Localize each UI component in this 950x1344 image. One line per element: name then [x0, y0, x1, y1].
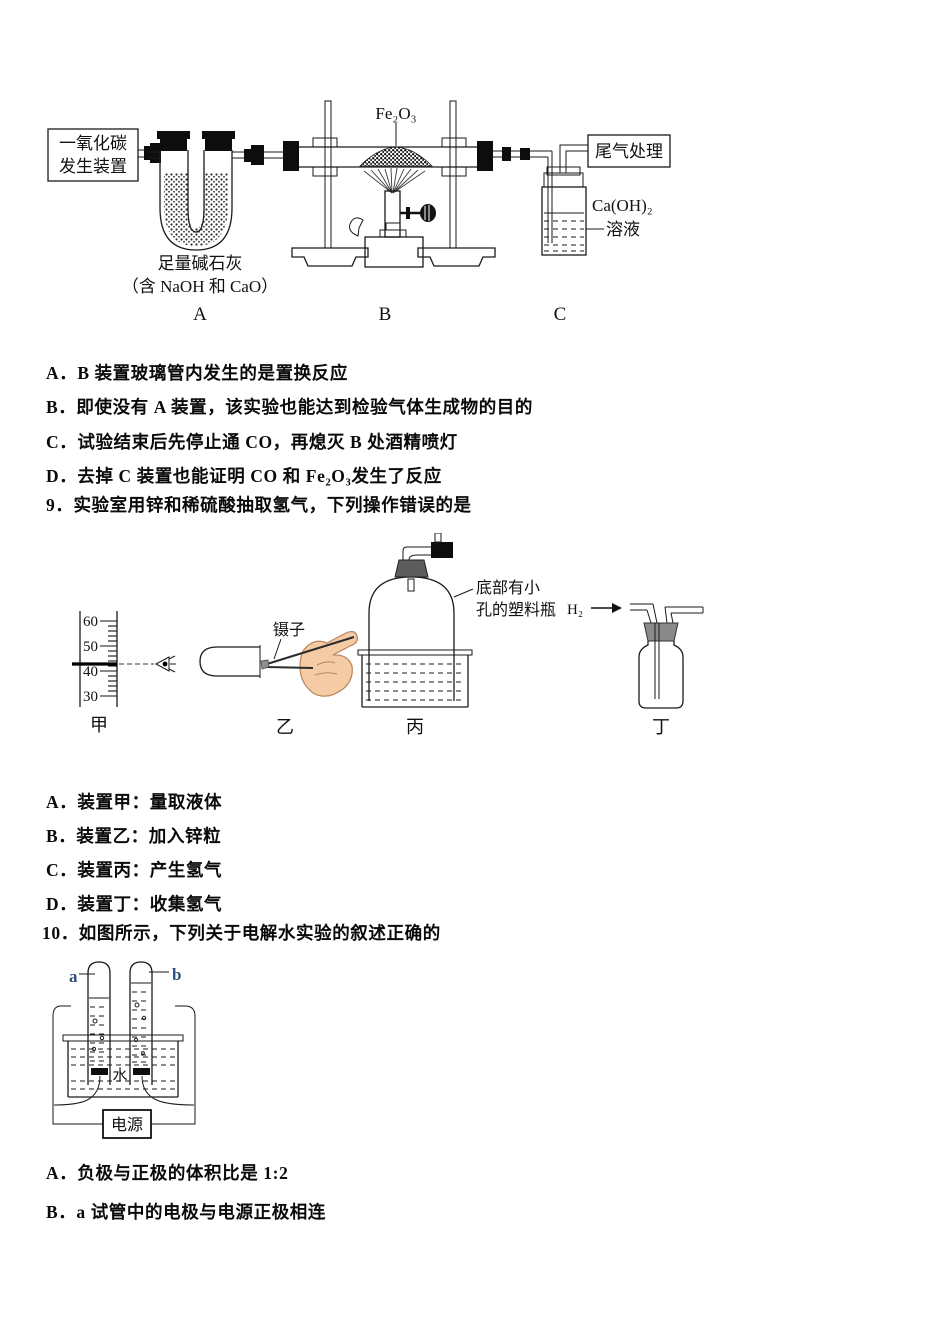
device-label-ding: 丁	[652, 717, 670, 737]
cylinder-tick-50: 50	[83, 639, 98, 655]
fe2o3-powder-mound	[359, 146, 433, 167]
device-label-yi: 乙	[276, 717, 294, 737]
limewater-label-line1: Ca(OH)₂	[592, 196, 653, 215]
eye-icon	[154, 655, 176, 673]
fe2o3-label: Fe₂O₃	[375, 104, 416, 123]
cylinder-tick-30: 30	[83, 689, 98, 705]
water-electrolysis-diagram: 水 a	[52, 961, 196, 1139]
q9-option-a: A．装置甲：量取液体	[46, 792, 223, 812]
circuit-wires	[52, 1005, 196, 1125]
trough-water	[366, 663, 464, 701]
cylinder-tick-40: 40	[83, 664, 98, 680]
power-supply-label: 电源	[111, 1116, 143, 1134]
test-tube	[199, 646, 260, 677]
u-tube-sodalime: 足量碱石灰 （含 NaOH 和 CaO）	[122, 131, 278, 296]
electrode-b	[133, 1068, 150, 1075]
reaction-glass-tube: Fe₂O₃	[283, 104, 493, 177]
h2-label: H₂	[567, 602, 583, 618]
q8-option-c: C．试验结束后先停止通 CO，再熄灭 B 处酒精喷灯	[46, 432, 458, 452]
plastic-bottle-generator: 底部有小 孔的塑料瓶 丙	[357, 533, 556, 737]
q9-option-c: C．装置丙：产生氢气	[46, 860, 223, 880]
connector-a-to-b	[244, 145, 283, 165]
q8-option-b: B．即使没有 A 装置，该实验也能达到检验气体生成物的目的	[46, 397, 533, 417]
limewater-label-line2: 溶液	[606, 220, 640, 239]
q10-option-b: B．a 试管中的电极与电源正极相连	[46, 1202, 326, 1222]
tube-b-label: b	[172, 965, 181, 984]
bottle-note-line2: 孔的塑料瓶	[476, 601, 556, 619]
co-generator-box: 一氧化碳 发生装置	[47, 128, 161, 182]
q9-option-b: B．装置乙：加入锌粒	[46, 826, 222, 846]
apparatus-label-a: A	[193, 304, 207, 325]
cylinder-tick-60: 60	[83, 614, 98, 630]
sodalime-caption-line1: 足量碱石灰	[158, 254, 243, 273]
co-generator-label-line2: 发生装置	[59, 157, 127, 176]
device-label-jia: 甲	[90, 715, 108, 735]
water-trough: 水	[62, 1034, 184, 1098]
electrolysis-tube-b: b	[129, 961, 181, 1085]
co-reduction-apparatus-diagram: 一氧化碳 发生装置 足量碱石灰 （含 NaOH 和 CaO）	[47, 100, 671, 325]
stopcock	[402, 533, 453, 561]
apparatus-label-b: B	[379, 304, 392, 325]
bottle-stopper	[643, 622, 679, 642]
device-label-bing: 丙	[406, 717, 424, 737]
question-9-stem: 9．实验室用锌和稀硫酸抽取氢气，下列操作错误的是	[46, 495, 472, 515]
connector-b-to-c	[493, 147, 552, 161]
iron-stand-left	[291, 100, 369, 267]
power-supply-box: 电源	[102, 1109, 152, 1139]
bottle-note-line1: 底部有小	[476, 579, 540, 597]
flame	[363, 167, 426, 194]
electrolysis-tube-a: a	[69, 961, 111, 1085]
bottle-cap	[394, 559, 429, 578]
hydrogen-experiment-diagram: 60 50 40 30 甲	[72, 533, 704, 737]
tube-a-water	[90, 1006, 108, 1062]
tube-a-label: a	[69, 967, 78, 986]
electrode-a	[91, 1068, 108, 1075]
water-label: 水	[112, 1067, 127, 1084]
u-tube-stoppers	[157, 131, 235, 151]
co-generator-label-line1: 一氧化碳	[59, 134, 127, 153]
zinc-adding-scene: 镊子 乙	[199, 621, 358, 737]
collection-bottle: 丁	[630, 603, 704, 737]
q8-option-a: A．B 装置玻璃管内发生的是置换反应	[46, 363, 348, 383]
graduated-cylinder: 60 50 40 30 甲	[72, 611, 176, 735]
q9-option-d: D．装置丁：收集氢气	[46, 894, 223, 914]
tweezers-label: 镊子	[273, 621, 305, 639]
tweezers	[266, 636, 355, 669]
iron-stand-right	[417, 100, 496, 267]
tube-b-water	[132, 991, 150, 1063]
hand	[299, 630, 358, 697]
question-10-stem: 10．如图所示，下列关于电解水实验的叙述正确的	[42, 923, 441, 943]
tailgas-label: 尾气处理	[595, 142, 663, 161]
h2-flow-arrow: H₂	[567, 602, 622, 618]
tailgas-box: 尾气处理	[587, 134, 671, 168]
limewater-bottle: Ca(OH)₂ 溶液	[541, 144, 653, 256]
q10-option-a: A．负极与正极的体积比是 1:2	[46, 1163, 289, 1183]
alcohol-blast-lamp	[349, 167, 436, 268]
zinc-granule	[260, 659, 270, 670]
apparatus-label-c: C	[554, 304, 567, 325]
sodalime-caption-line2: （含 NaOH 和 CaO）	[122, 277, 278, 296]
limewater-liquid	[544, 220, 584, 252]
q8-option-d: D．去掉 C 装置也能证明 CO 和 Fe₂O₃发生了反应	[46, 466, 442, 486]
